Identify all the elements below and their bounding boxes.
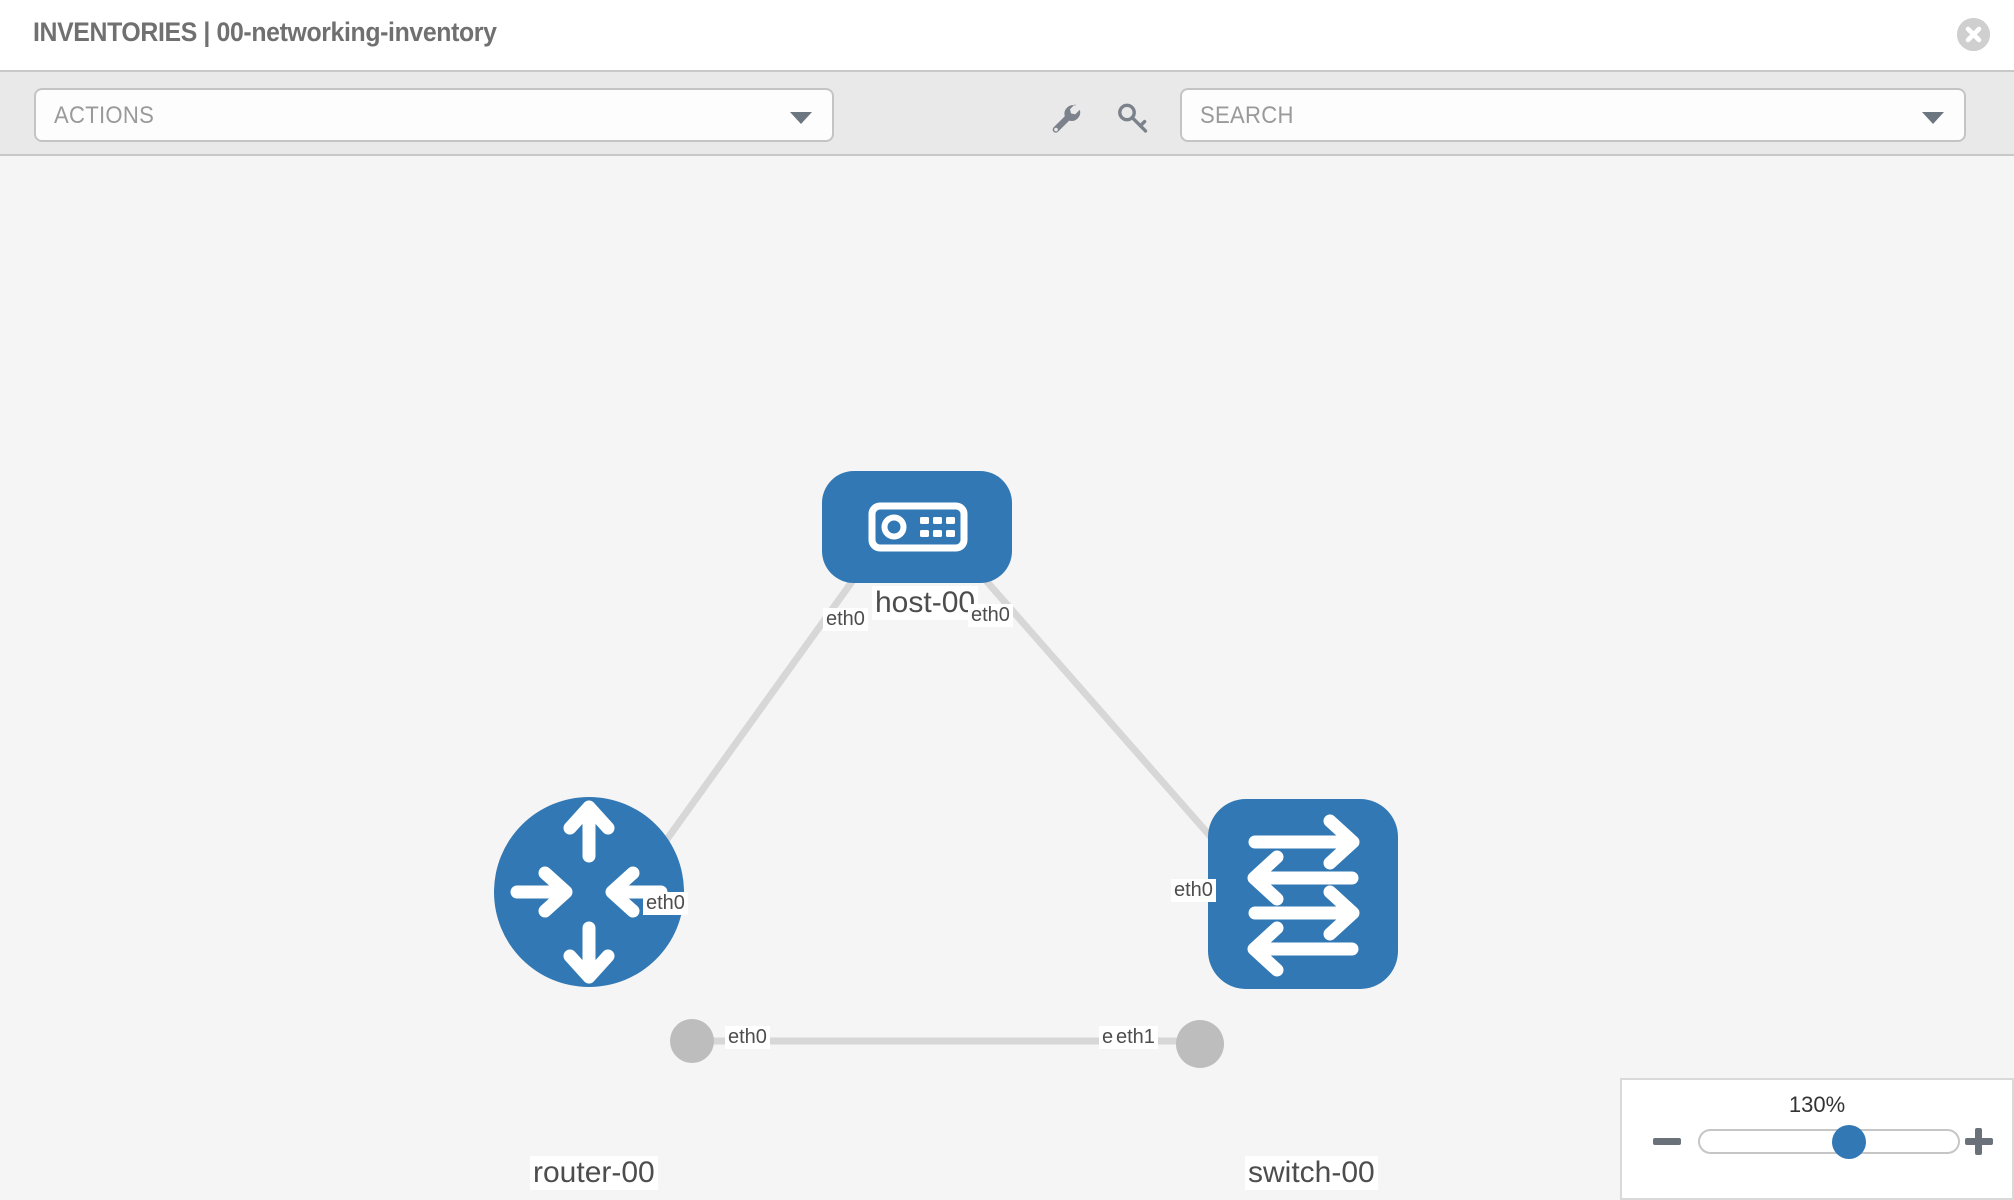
interface-label: eth0 xyxy=(643,892,688,915)
page-header: INVENTORIES | 00-networking-inventory xyxy=(0,0,2014,70)
search-placeholder: SEARCH xyxy=(1200,102,1294,129)
chevron-down-icon xyxy=(790,112,812,124)
zoom-control-panel: 130% xyxy=(1620,1078,2014,1200)
topology-graph xyxy=(494,471,1398,1068)
node-switch-00[interactable] xyxy=(1208,799,1398,989)
plus-icon[interactable] xyxy=(1962,1124,1996,1158)
interface-label: eth0 xyxy=(823,608,868,631)
node-label-switch-00: switch-00 xyxy=(1245,1156,1378,1190)
node-router-00[interactable] xyxy=(494,797,684,987)
actions-dropdown[interactable]: ACTIONS xyxy=(34,88,834,142)
switch-arrows-icon xyxy=(1247,814,1360,977)
link-host-switch xyxy=(957,548,1235,864)
wrench-icon[interactable] xyxy=(1045,98,1085,138)
toolbar: ACTIONS SEARCH xyxy=(0,70,2014,156)
interface-label: eth0 xyxy=(1171,879,1216,902)
server-device-icon xyxy=(868,502,968,552)
interface-label: eth0 xyxy=(968,604,1013,627)
close-icon[interactable] xyxy=(1957,18,1990,51)
zoom-slider-thumb[interactable] xyxy=(1832,1125,1867,1159)
topology-canvas[interactable]: host-00 router-00 switch-00 eth0 eth0 et… xyxy=(0,156,2014,1200)
node-host-00[interactable] xyxy=(822,471,1012,583)
chevron-down-icon[interactable] xyxy=(1922,112,1944,124)
zoom-percent-label: 130% xyxy=(1788,1092,1846,1117)
node-label-router-00: router-00 xyxy=(530,1156,658,1190)
router-arrows-icon xyxy=(510,800,668,984)
search-input[interactable]: SEARCH xyxy=(1180,88,1966,142)
page-title: INVENTORIES | 00-networking-inventory xyxy=(33,17,497,47)
key-icon[interactable] xyxy=(1113,98,1153,138)
interface-label: eth1 xyxy=(1113,1026,1158,1049)
zoom-slider[interactable] xyxy=(1698,1125,1960,1159)
link-host-router xyxy=(639,548,877,877)
topology-links xyxy=(639,548,1235,1045)
port-nub xyxy=(1176,1020,1224,1068)
port-nub xyxy=(670,1019,714,1063)
actions-dropdown-label: ACTIONS xyxy=(54,102,155,129)
node-label-host-00: host-00 xyxy=(872,586,979,620)
minus-icon[interactable] xyxy=(1650,1124,1684,1158)
interface-label: eth0 xyxy=(725,1026,770,1049)
